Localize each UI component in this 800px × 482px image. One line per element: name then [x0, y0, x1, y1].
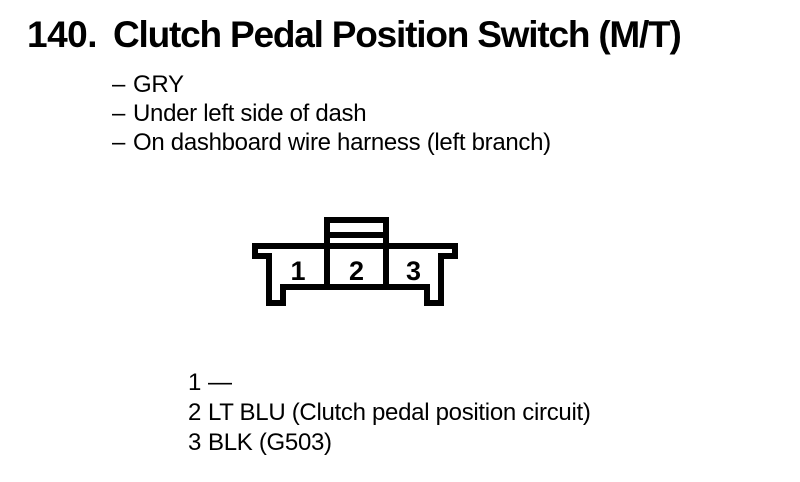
pin-number: 3 — [188, 429, 202, 456]
dash-bullet: – — [112, 100, 126, 127]
pin-description: — — [208, 369, 232, 396]
item-number: 140. — [27, 14, 98, 55]
pin-description: BLK (G503) — [208, 429, 332, 456]
legend-row-pin-1: 1 — — [188, 368, 591, 398]
legend-row-pin-3: 3 BLK (G503) — [188, 428, 591, 458]
detail-text: GRY — [133, 71, 184, 98]
detail-list: – GRY – Under left side of dash – On das… — [112, 70, 551, 157]
pin-number: 2 — [188, 399, 202, 426]
connector-pin-2: 2 — [349, 256, 364, 286]
pin-legend: 1 — 2 LT BLU (Clutch pedal position circ… — [188, 368, 591, 458]
connector-body-outline — [252, 243, 458, 306]
pin-description: LT BLU (Clutch pedal position circuit) — [208, 399, 591, 426]
connector-pin-3: 3 — [406, 256, 421, 286]
legend-row-pin-2: 2 LT BLU (Clutch pedal position circuit) — [188, 398, 591, 428]
item-heading: 140. Clutch Pedal Position Switch (M/T) — [27, 14, 682, 55]
connector-pin-1: 1 — [290, 256, 305, 286]
detail-line-harness: – On dashboard wire harness (left branch… — [112, 128, 551, 157]
connector-latch-outline — [324, 217, 389, 287]
detail-line-color: – GRY — [112, 70, 551, 99]
detail-text: Under left side of dash — [133, 100, 367, 127]
dash-bullet: – — [112, 129, 126, 156]
detail-line-location: – Under left side of dash — [112, 99, 551, 128]
dash-bullet: – — [112, 71, 126, 98]
pin-number: 1 — [188, 369, 202, 396]
connector-figure: 1 2 3 — [249, 213, 463, 311]
page-title: Clutch Pedal Position Switch (M/T) — [113, 14, 682, 55]
connector-diagram-svg: 1 2 3 — [252, 217, 458, 306]
detail-text: On dashboard wire harness (left branch) — [133, 129, 551, 156]
